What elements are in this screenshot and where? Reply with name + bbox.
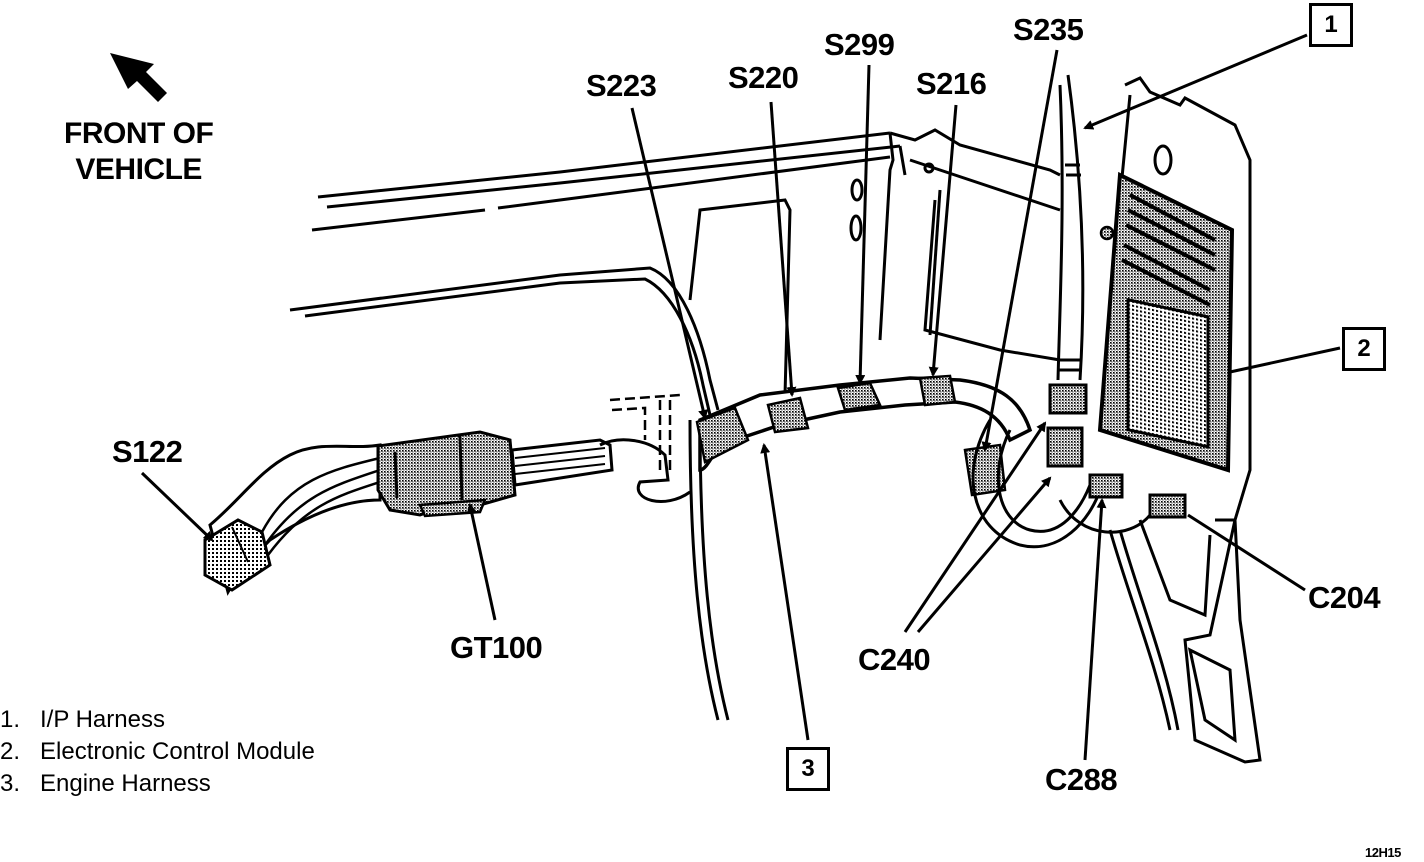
callout-box-2: 2 [1342, 327, 1386, 371]
legend-number: 2. [0, 738, 21, 765]
front-label-line1: FRONT OF [64, 117, 214, 150]
splice-s216 [918, 374, 957, 407]
leader-c204 [1187, 513, 1306, 592]
connector-c288 [1088, 473, 1124, 499]
leader-s122 [140, 471, 214, 542]
callout-box-1: 1 [1309, 3, 1353, 47]
legend-label: Engine Harness [40, 770, 211, 797]
legend-label: I/P Harness [40, 706, 165, 733]
leader-3 [760, 443, 810, 741]
leader-2 [1229, 346, 1341, 374]
front-label-line2: VEHICLE [75, 153, 202, 186]
callout-gt100: GT100 [450, 630, 543, 665]
front-direction-arrow-icon [110, 53, 167, 102]
leader-s223 [630, 107, 709, 420]
dashboard-outline [289, 128, 1061, 721]
leader-c240-b [916, 476, 1052, 633]
callout-s235: S235 [1013, 12, 1084, 47]
callout-c288: C288 [1045, 762, 1118, 797]
leader-s235 [981, 49, 1059, 452]
leader-gt100 [466, 503, 497, 621]
legend-item: 2. Electronic Control Module [0, 736, 315, 768]
splice-s223 [695, 406, 750, 464]
kick-panel [1108, 519, 1262, 764]
leader-s299 [855, 64, 871, 385]
legend-label: Electronic Control Module [40, 738, 315, 765]
engine-harness-bundle-left [203, 393, 691, 596]
leader-c288 [1083, 498, 1107, 761]
callout-s223: S223 [586, 68, 657, 103]
callout-c204: C204 [1308, 580, 1381, 615]
legend-number: 1. [0, 706, 21, 733]
leader-1 [1083, 33, 1308, 130]
connector-c204 [1148, 493, 1187, 519]
legend-number: 3. [0, 770, 21, 797]
connector-ecm-top [1048, 383, 1088, 415]
callout-c240: C240 [858, 642, 931, 677]
callout-s122: S122 [112, 434, 183, 469]
ip-harness [1056, 74, 1085, 381]
callout-s216: S216 [916, 66, 987, 101]
leader-s216 [928, 104, 958, 377]
splice-s220 [766, 396, 810, 434]
figure-id: 12H15 [1365, 845, 1401, 860]
leader-lines [140, 33, 1341, 761]
callout-box-3: 3 [786, 747, 830, 791]
connector-c240 [1046, 426, 1084, 468]
leader-s220 [769, 101, 797, 397]
callout-s299: S299 [824, 27, 895, 62]
legend-item: 3. Engine Harness [0, 768, 315, 800]
leader-c240-a [903, 421, 1047, 633]
callout-s220: S220 [728, 60, 799, 95]
front-of-vehicle-label: FRONT OF VEHICLE [64, 116, 214, 188]
legend-item: 1. I/P Harness [0, 704, 315, 736]
electronic-control-module [1046, 76, 1252, 522]
legend: 1. I/P Harness 2. Electronic Control Mod… [0, 704, 315, 800]
